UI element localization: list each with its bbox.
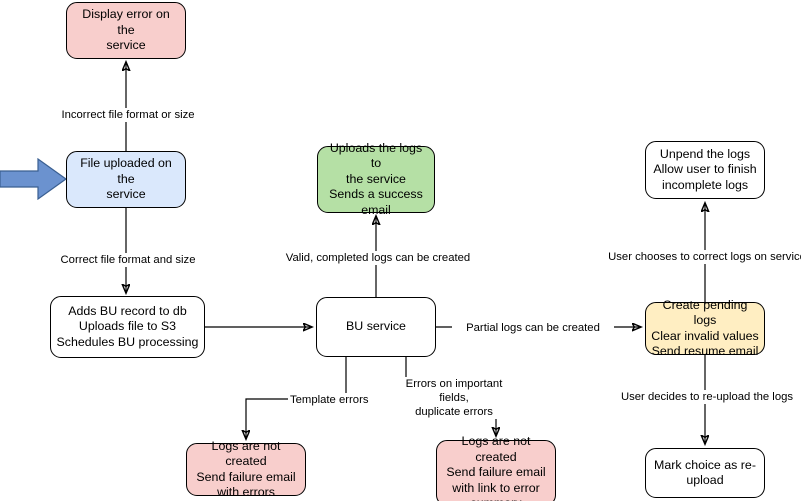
edge-label-valid-completed-logs: Valid, completed logs can be created	[282, 251, 474, 265]
edge-label-user-reuploads-logs: User decides to re-upload the logs	[614, 390, 800, 404]
incoming-upload-arrow	[0, 158, 68, 200]
edge-label-template-errors: Template errors	[288, 393, 378, 407]
node-display-error[interactable]: Display error on the service	[66, 2, 186, 59]
edge-label-incorrect-file-format: Incorrect file format or size	[58, 108, 198, 122]
node-file-uploaded-on-service[interactable]: File uploaded on the service	[66, 151, 186, 208]
edge-label-errors-important-fields: Errors on important fields, duplicate er…	[391, 377, 517, 419]
node-logs-not-created-field-errors[interactable]: Logs are not created Send failure email …	[436, 434, 556, 501]
edge-label-user-corrects-logs: User chooses to correct logs on service	[604, 250, 801, 264]
node-unpend-logs[interactable]: Unpend the logs Allow user to finish inc…	[645, 141, 765, 199]
node-create-pending-logs[interactable]: Create pending logs Clear invalid values…	[645, 298, 765, 358]
node-logs-not-created-template-errors[interactable]: Logs are not created Send failure email …	[186, 439, 306, 499]
edge-label-partial-logs: Partial logs can be created	[452, 321, 614, 335]
node-adds-bu-record[interactable]: Adds BU record to db Uploads file to S3 …	[50, 296, 205, 358]
node-mark-choice-as-reupload[interactable]: Mark choice as re- upload	[645, 448, 765, 498]
node-bu-service[interactable]: BU service	[316, 297, 436, 357]
node-uploads-logs-success[interactable]: Uploads the logs to the service Sends a …	[317, 141, 435, 217]
edge-label-correct-file-format: Correct file format and size	[58, 253, 198, 267]
